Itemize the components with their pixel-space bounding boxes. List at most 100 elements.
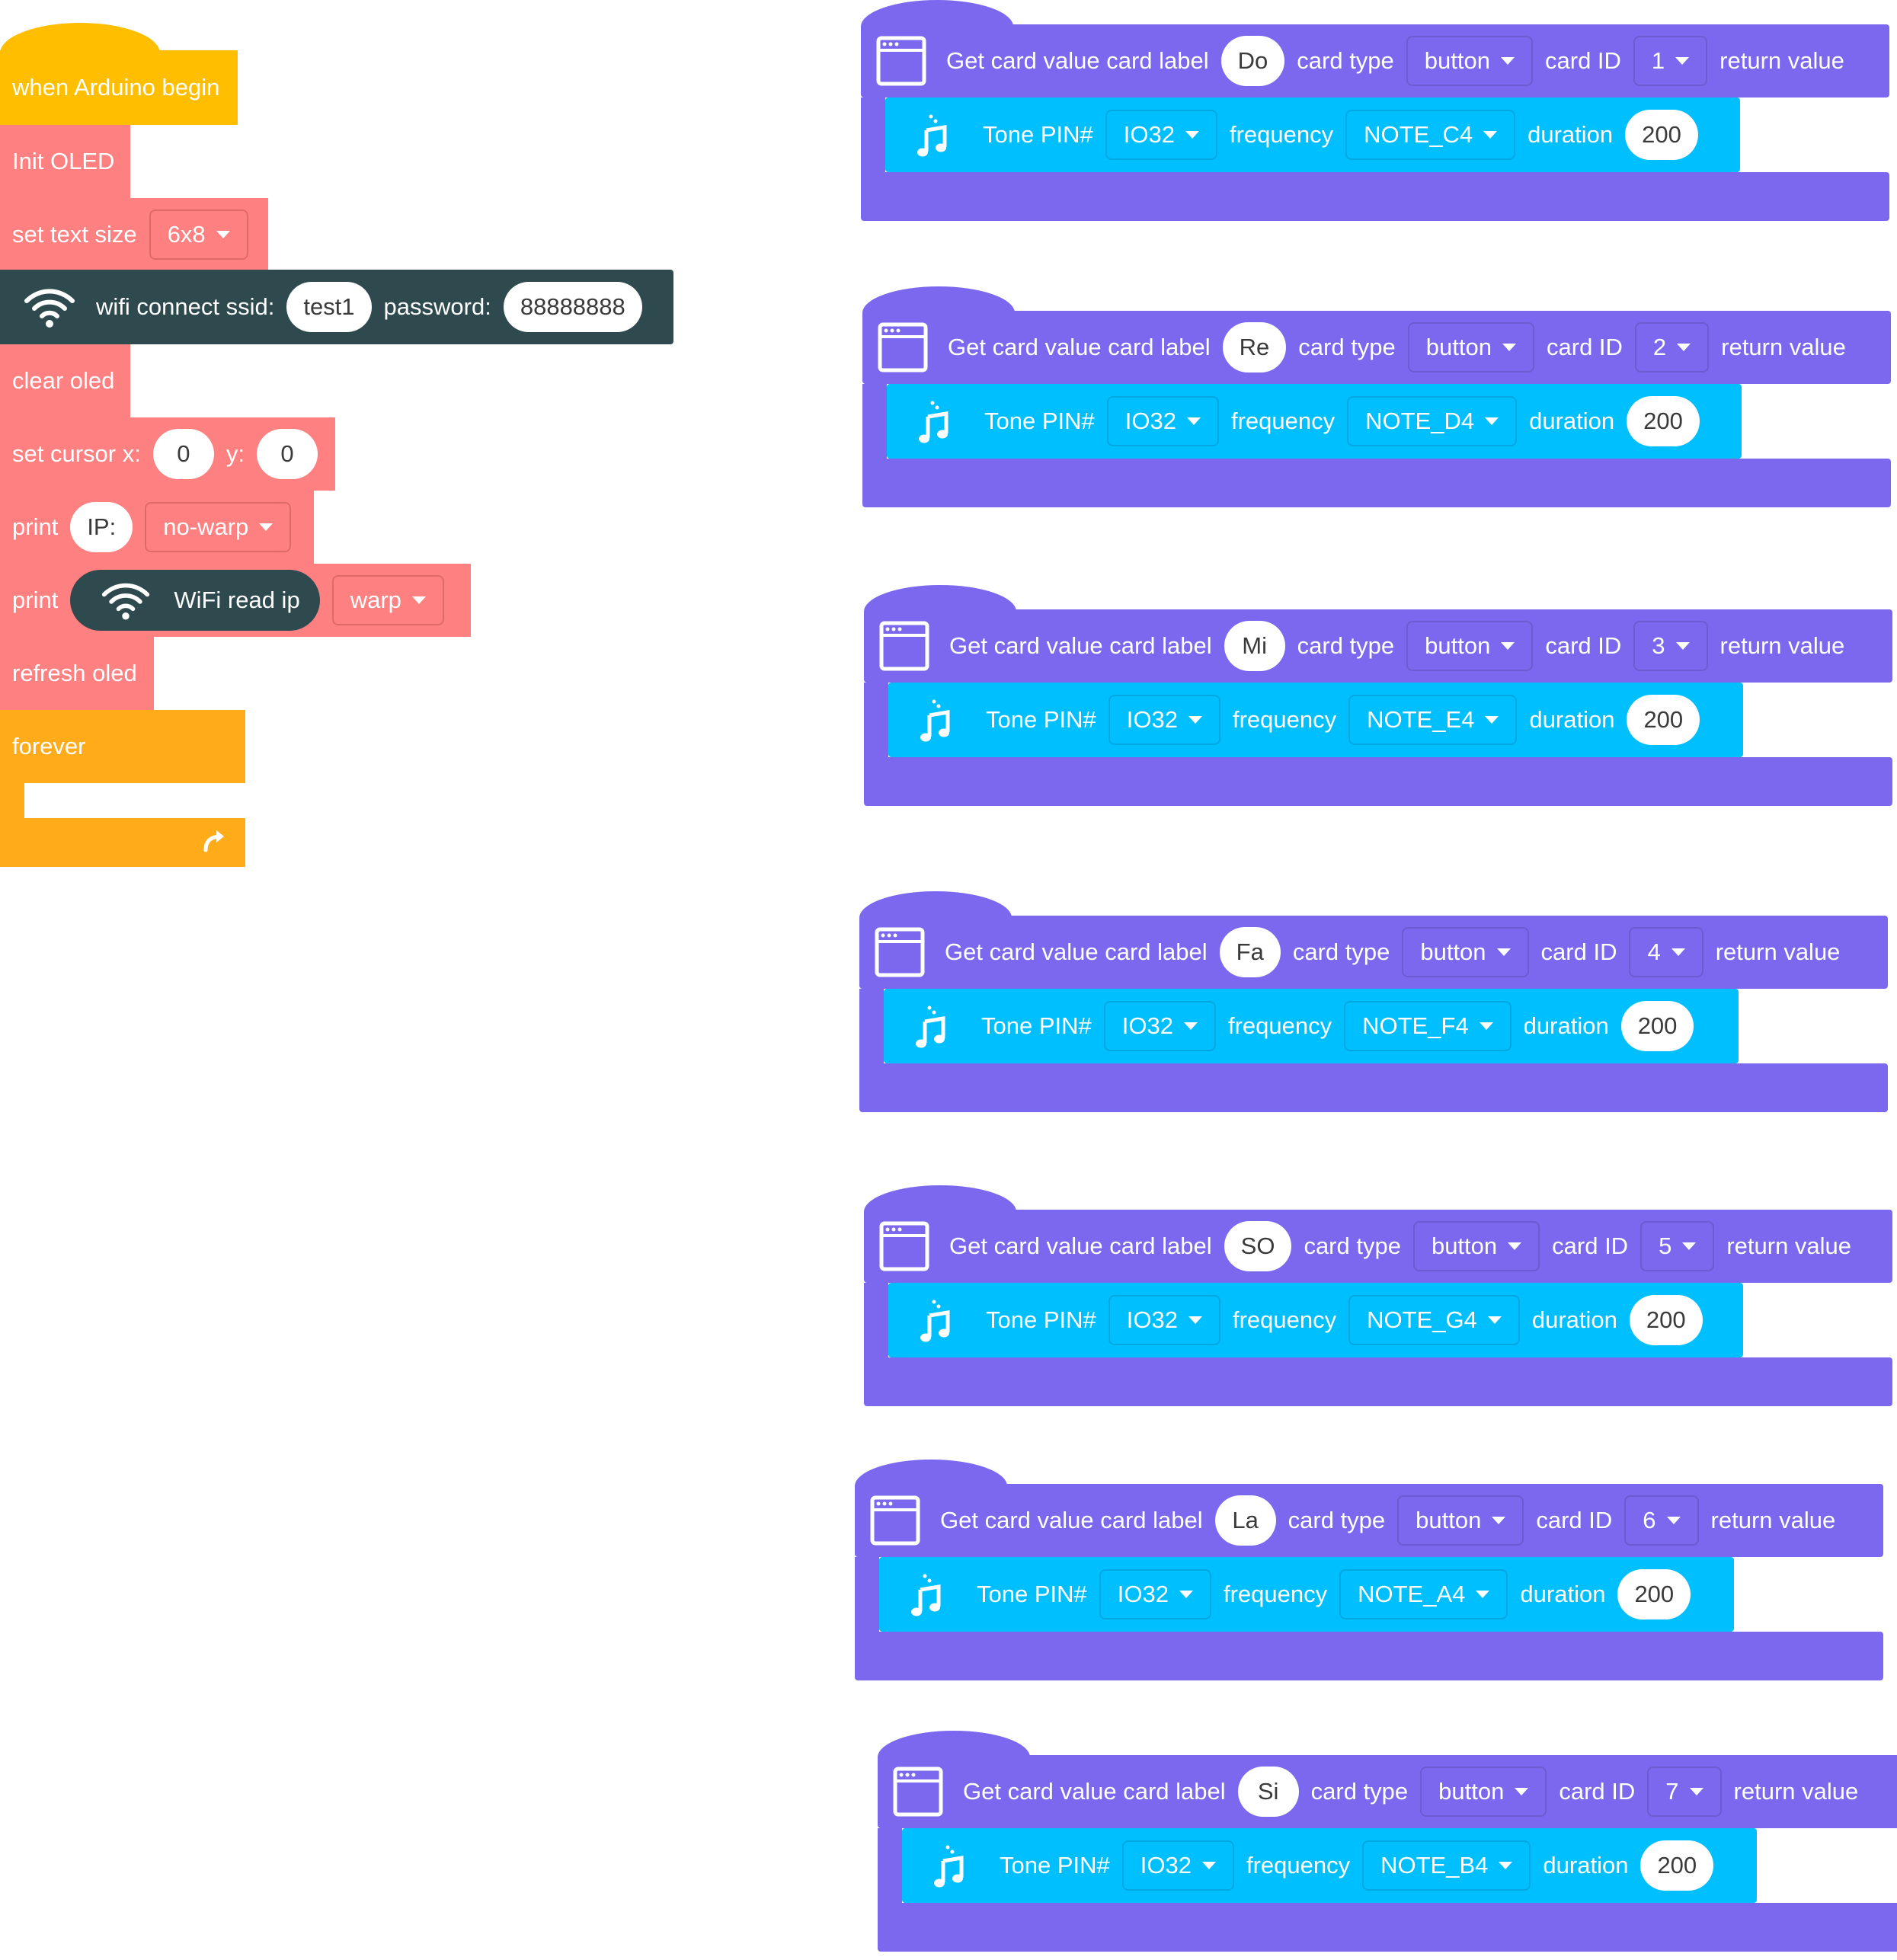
card-id-value: 5 [1659, 1233, 1672, 1259]
card-event-block-re[interactable]: Get card value card label Re card type b… [862, 286, 1891, 507]
note-dropdown[interactable]: NOTE_D4 [1347, 396, 1518, 446]
card-type-dropdown[interactable]: button [1406, 621, 1534, 671]
duration-input[interactable]: 200 [1629, 1295, 1703, 1345]
card-label-input[interactable]: Do [1220, 36, 1285, 86]
card-id-label: card ID [1545, 632, 1622, 659]
note-dropdown[interactable]: NOTE_C4 [1345, 110, 1516, 160]
print-label: print [12, 513, 59, 540]
card-id-dropdown[interactable]: 1 [1633, 36, 1708, 86]
tone-block[interactable]: Tone PIN# IO32 frequency NOTE_C4 duratio… [885, 98, 1740, 172]
print-mode-dropdown[interactable]: warp [331, 575, 444, 625]
duration-input[interactable]: 200 [1627, 396, 1700, 446]
card-type-dropdown[interactable]: button [1402, 927, 1529, 977]
tone-block[interactable]: Tone PIN# IO32 frequency NOTE_D4 duratio… [887, 384, 1742, 459]
card-type-dropdown[interactable]: button [1406, 36, 1533, 86]
tone-pin-value: IO32 [1117, 1581, 1169, 1607]
print-text-input[interactable]: IP: [70, 502, 133, 552]
tone-block[interactable]: Tone PIN# IO32 frequency NOTE_E4 duratio… [888, 683, 1743, 757]
tone-pin-dropdown[interactable]: IO32 [1121, 1840, 1234, 1891]
tone-pin-dropdown[interactable]: IO32 [1108, 1295, 1220, 1345]
cursor-x-input[interactable]: 0 [152, 429, 214, 479]
card-id-dropdown[interactable]: 5 [1640, 1221, 1715, 1271]
tone-block[interactable]: Tone PIN# IO32 frequency NOTE_A4 duratio… [879, 1557, 1734, 1632]
card-window-icon [893, 1767, 943, 1817]
wifi-ssid-input[interactable]: test1 [286, 282, 372, 332]
init-oled-block[interactable]: Init OLED [0, 125, 130, 198]
note-value: NOTE_A4 [1358, 1581, 1466, 1607]
music-note-icon [917, 398, 951, 444]
card-value-header[interactable]: Get card value card label Mi card type b… [864, 609, 1892, 683]
duration-input[interactable]: 200 [1625, 110, 1698, 160]
tone-block[interactable]: Tone PIN# IO32 frequency NOTE_F4 duratio… [884, 989, 1739, 1063]
card-event-block-mi[interactable]: Get card value card label Mi card type b… [864, 585, 1892, 806]
card-value-header[interactable]: Get card value card label La card type b… [855, 1484, 1883, 1557]
tone-pin-dropdown[interactable]: IO32 [1108, 695, 1220, 745]
card-event-block-fa[interactable]: Get card value card label Fa card type b… [859, 891, 1888, 1112]
wifi-connect-block[interactable]: wifi connect ssid: test1 password: 88888… [0, 270, 673, 344]
duration-input[interactable]: 200 [1627, 695, 1700, 745]
tone-pin-dropdown[interactable]: IO32 [1103, 1001, 1216, 1051]
tone-pin-dropdown[interactable]: IO32 [1099, 1569, 1211, 1619]
wifi-icon [23, 286, 76, 328]
forever-footer [0, 818, 245, 867]
card-label-input[interactable]: Mi [1224, 621, 1285, 671]
set-text-size-block[interactable]: set text size 6x8 [0, 198, 268, 271]
card-label-input[interactable]: SO [1224, 1221, 1292, 1271]
card-value-header[interactable]: Get card value card label Si card type b… [878, 1755, 1897, 1828]
card-value-header[interactable]: Get card value card label Re card type b… [862, 311, 1891, 384]
text-size-dropdown[interactable]: 6x8 [149, 209, 248, 260]
chevron-down-icon [1496, 948, 1511, 956]
print-mode-dropdown[interactable]: no-warp [145, 502, 292, 552]
card-type-value: button [1416, 1507, 1482, 1533]
card-label-input[interactable]: Re [1222, 322, 1287, 372]
card-label-input[interactable]: Fa [1219, 927, 1281, 977]
card-arm [878, 1828, 902, 1904]
card-type-dropdown[interactable]: button [1412, 1221, 1540, 1271]
note-dropdown[interactable]: NOTE_B4 [1362, 1840, 1531, 1891]
tone-pin-dropdown[interactable]: IO32 [1106, 396, 1219, 446]
wifi-password-input[interactable]: 88888888 [503, 282, 642, 332]
note-dropdown[interactable]: NOTE_G4 [1348, 1295, 1520, 1345]
note-dropdown[interactable]: NOTE_F4 [1344, 1001, 1512, 1051]
cursor-y-input[interactable]: 0 [256, 429, 318, 479]
card-value-header[interactable]: Get card value card label Do card type b… [861, 24, 1889, 98]
card-id-dropdown[interactable]: 3 [1633, 621, 1708, 671]
card-footer [861, 172, 1889, 221]
when-arduino-begin-block[interactable]: when Arduino begin [0, 50, 238, 125]
card-type-dropdown[interactable]: button [1420, 1767, 1547, 1817]
card-event-block-do[interactable]: Get card value card label Do card type b… [861, 0, 1889, 221]
refresh-oled-block[interactable]: refresh oled [0, 637, 154, 710]
card-id-dropdown[interactable]: 2 [1634, 322, 1710, 372]
card-value-header[interactable]: Get card value card label Fa card type b… [859, 916, 1888, 989]
card-id-dropdown[interactable]: 6 [1624, 1495, 1699, 1546]
wifi-read-ip-reporter[interactable]: WiFi read ip [70, 570, 320, 631]
forever-label: forever [12, 733, 86, 759]
card-label-input[interactable]: La [1214, 1495, 1276, 1546]
print-ip-block[interactable]: print IP: no-warp [0, 491, 314, 564]
card-arm [864, 683, 888, 759]
card-label-input[interactable]: Si [1237, 1767, 1299, 1817]
card-event-block-la[interactable]: Get card value card label La card type b… [855, 1460, 1883, 1680]
duration-input[interactable]: 200 [1620, 1001, 1694, 1051]
forever-block[interactable]: forever [0, 710, 245, 783]
card-event-block-so[interactable]: Get card value card label SO card type b… [864, 1185, 1892, 1406]
card-value-header[interactable]: Get card value card label SO card type b… [864, 1210, 1892, 1283]
card-type-dropdown[interactable]: button [1407, 322, 1534, 372]
card-type-dropdown[interactable]: button [1397, 1495, 1524, 1546]
print-wifi-ip-block[interactable]: print WiFi read ip warp [0, 564, 471, 637]
init-oled-label: Init OLED [12, 148, 115, 174]
tone-pin-dropdown[interactable]: IO32 [1105, 110, 1217, 160]
tone-block[interactable]: Tone PIN# IO32 frequency NOTE_G4 duratio… [888, 1283, 1743, 1357]
card-event-block-si[interactable]: Get card value card label Si card type b… [878, 1731, 1897, 1952]
tone-block[interactable]: Tone PIN# IO32 frequency NOTE_B4 duratio… [902, 1828, 1757, 1903]
duration-input[interactable]: 200 [1640, 1840, 1714, 1891]
card-id-dropdown[interactable]: 4 [1629, 927, 1703, 977]
card-type-label: card type [1310, 1778, 1409, 1805]
duration-input[interactable]: 200 [1617, 1569, 1691, 1619]
note-dropdown[interactable]: NOTE_E4 [1348, 695, 1518, 745]
clear-oled-block[interactable]: clear oled [0, 344, 130, 417]
chevron-down-icon [1186, 417, 1201, 425]
card-id-dropdown[interactable]: 7 [1647, 1767, 1722, 1817]
note-dropdown[interactable]: NOTE_A4 [1339, 1569, 1508, 1619]
set-cursor-block[interactable]: set cursor x: 0 y: 0 [0, 417, 335, 491]
